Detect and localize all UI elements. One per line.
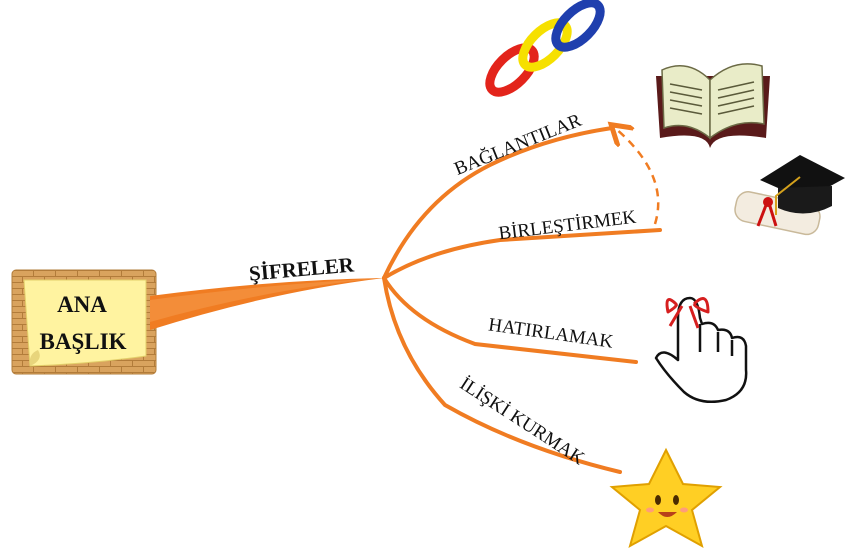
sub-branches [382,126,662,474]
relationship-arrow [615,128,660,225]
graduation-cap-icon [734,155,845,236]
branch-connector-hatirlamak [382,276,638,364]
branch-connector-birlestirmek [382,228,662,280]
central-topic-line-2: BAŞLIK [40,329,127,354]
branch-connector-baglantilar [382,126,614,280]
sticky-note [23,279,147,367]
central-topic-line-1: ANA [57,292,107,317]
branch-label-baglantilar[interactable]: BAĞLANTILAR [451,109,585,180]
open-book-icon [656,63,770,148]
branch-connector-iliski [382,276,622,474]
main-branch-shade [150,278,384,322]
note-curl [29,350,40,366]
main-branch-connector [150,278,384,330]
finger-ribbon-icon [654,296,748,403]
central-topic[interactable]: ANA BAŞLIK [11,269,157,375]
branch-label-birlestirmek[interactable]: BİRLEŞTİRMEK [497,207,637,245]
chain-links-icon [485,0,605,97]
smiling-star-icon [609,447,723,549]
